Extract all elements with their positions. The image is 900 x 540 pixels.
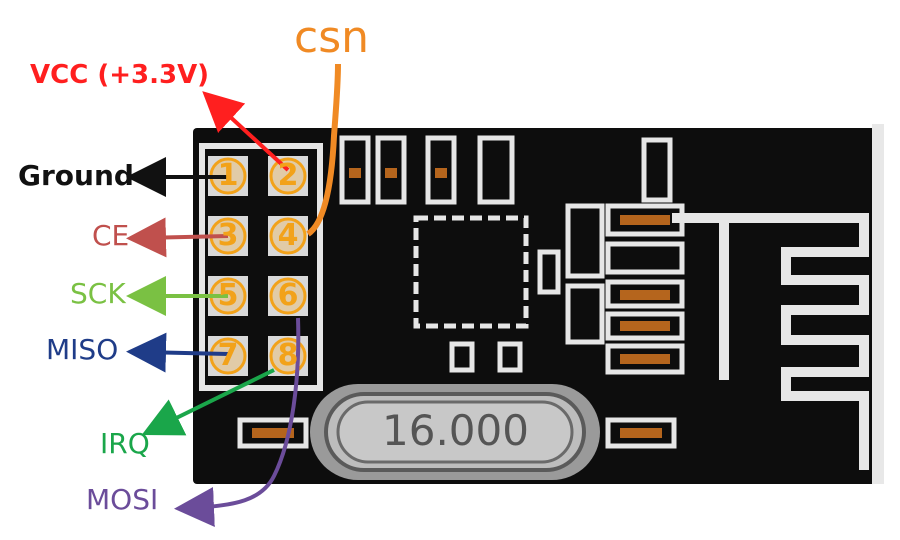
pin-number-2: 2 bbox=[277, 158, 299, 193]
mosi-leader bbox=[174, 317, 301, 527]
smd-components-top bbox=[339, 135, 673, 205]
vcc-leader bbox=[202, 91, 290, 172]
ce-leader bbox=[126, 217, 229, 258]
pin-pad-8 bbox=[268, 336, 308, 376]
pin-pad-4 bbox=[268, 216, 308, 256]
smd-pads-bottom bbox=[237, 341, 677, 449]
pin-leaders bbox=[126, 63, 341, 527]
crystal-frequency-label: 16.000 bbox=[382, 406, 529, 455]
irq-leader bbox=[141, 368, 275, 436]
pin-number-7: 7 bbox=[217, 338, 239, 373]
pin-number-6: 6 bbox=[277, 278, 299, 313]
smd-resistors-bottom bbox=[252, 428, 662, 438]
pin-ring-7 bbox=[209, 337, 247, 375]
miso-leader bbox=[126, 332, 229, 373]
pin-number-4: 4 bbox=[277, 218, 299, 253]
pin-pad-6 bbox=[268, 276, 308, 316]
ce-label: CE bbox=[92, 219, 130, 252]
vcc-label: VCC (+3.3V) bbox=[30, 60, 210, 90]
csn-title: csn bbox=[294, 12, 370, 63]
sck-label: SCK bbox=[70, 277, 126, 310]
qfn-chip bbox=[413, 215, 529, 329]
smd-resistors-top bbox=[349, 168, 447, 178]
header-pins bbox=[208, 156, 308, 376]
pin-ring-6 bbox=[269, 277, 307, 315]
pin-ring-4 bbox=[269, 217, 307, 255]
pcb-antenna bbox=[672, 213, 869, 470]
pin-ring-2 bbox=[269, 157, 307, 195]
mosi-label: MOSI bbox=[86, 483, 159, 516]
pcb-board-edge bbox=[872, 124, 884, 484]
miso-label: MISO bbox=[46, 333, 119, 366]
chip-side-pad bbox=[537, 249, 561, 295]
pin-number-8: 8 bbox=[277, 338, 299, 373]
csn-leader bbox=[306, 63, 341, 237]
pin-pad-7 bbox=[208, 336, 248, 376]
pin-number-5: 5 bbox=[217, 278, 239, 313]
ground-label: Ground bbox=[18, 159, 134, 192]
crystal-oscillator bbox=[310, 384, 600, 480]
pin-pad-2 bbox=[268, 156, 308, 196]
irq-label: IRQ bbox=[100, 427, 150, 460]
pin-number-1: 1 bbox=[217, 158, 239, 193]
pin-number-3: 3 bbox=[217, 218, 239, 253]
smd-resistors-right bbox=[620, 215, 670, 364]
